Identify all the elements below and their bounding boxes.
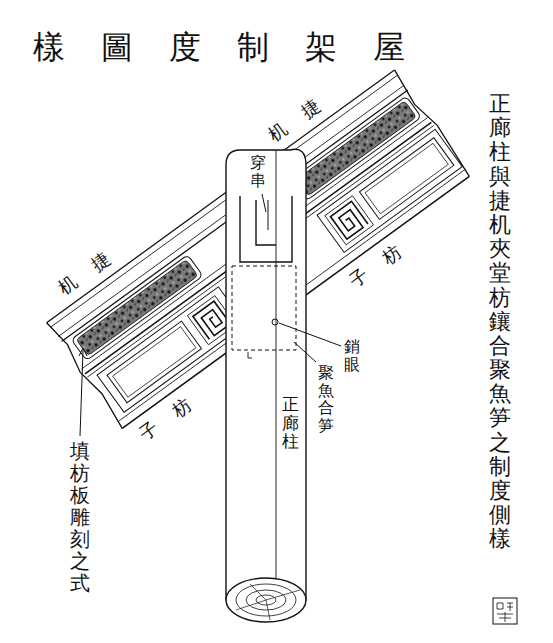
fangzi-panel	[359, 138, 453, 220]
column-end	[226, 578, 306, 622]
fangzi-panel	[97, 287, 245, 412]
pin-hole	[272, 319, 278, 325]
leader-line	[262, 194, 266, 212]
fangzi-panel	[113, 327, 196, 397]
seal	[493, 598, 517, 624]
beam-label: 捷机	[52, 233, 134, 302]
column-line	[276, 150, 277, 590]
scroll-ornament	[325, 196, 374, 245]
side-caption: 正廊柱與捷机夾堂枋鑲合聚魚笋之制度側樣	[489, 92, 511, 552]
mortise	[232, 266, 296, 350]
part-label: 填枋板雕刻之式	[70, 440, 90, 594]
part-label: 穿串	[250, 154, 266, 189]
part-label: 聚魚合笋	[318, 364, 334, 434]
leader-line	[80, 350, 83, 436]
fangzi-panel	[365, 143, 448, 213]
scroll-ornament	[325, 196, 374, 245]
part-label: 正廊柱	[282, 395, 299, 451]
seal	[497, 603, 513, 622]
leader-line	[79, 348, 87, 356]
part-label: 銷眼	[344, 338, 360, 373]
fangzi-panel	[317, 129, 462, 252]
tenon	[240, 196, 292, 262]
scroll-ornament	[330, 201, 367, 239]
title: 屋架制度圖樣	[33, 26, 441, 70]
pin-mark	[248, 352, 252, 358]
leader-line	[279, 323, 341, 346]
seal	[493, 598, 517, 624]
column	[226, 149, 306, 622]
column-body	[226, 149, 306, 600]
wood-crack	[236, 584, 300, 620]
scroll-ornament	[193, 301, 230, 339]
tenon	[256, 200, 276, 245]
tenon	[268, 200, 269, 230]
beam-line	[51, 75, 397, 327]
leader-line	[294, 342, 316, 362]
